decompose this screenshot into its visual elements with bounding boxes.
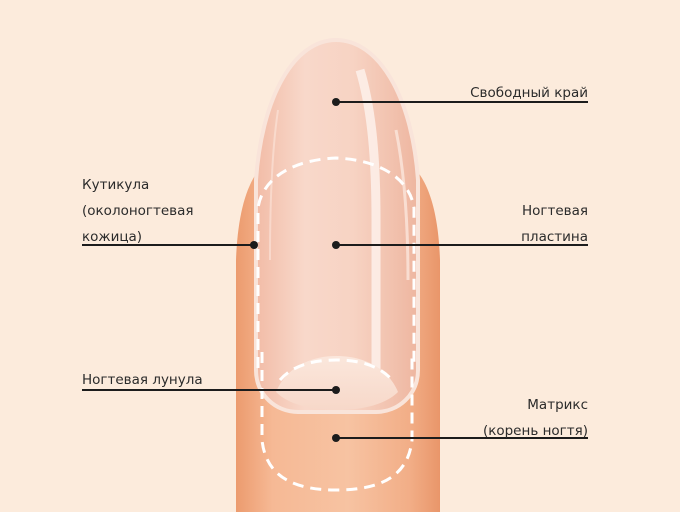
label-lunula: Ногтевая лунула — [82, 367, 203, 393]
leader-dot-free-edge — [332, 98, 340, 106]
leader-dot-nail-plate — [332, 241, 340, 249]
label-cuticle-line1: Кутикула — [82, 177, 150, 193]
label-cuticle-line3: кожица) — [82, 229, 143, 245]
label-nail-plate-line2: пластина — [521, 229, 588, 245]
label-cuticle: Кутикула (околоногтевая кожица) — [82, 172, 194, 250]
nail-shine-edge — [394, 129, 410, 281]
leader-dot-cuticle — [250, 241, 258, 249]
label-matrix: Матрикс (корень ногтя) — [483, 392, 588, 444]
leader-dot-matrix — [332, 434, 340, 442]
matrix-dashed-arc — [278, 358, 394, 382]
label-matrix-line2: (корень ногтя) — [482, 423, 588, 439]
label-matrix-line1: Матрикс — [527, 397, 588, 413]
nail-plate-dashed-outline — [256, 156, 416, 368]
label-nail-plate-line1: Ногтевая — [521, 203, 588, 219]
lunula-shape — [276, 356, 398, 410]
leader-dot-lunula — [332, 386, 340, 394]
label-cuticle-line2: (околоногтевая — [82, 203, 194, 219]
nail-shine-left — [269, 109, 279, 261]
label-nail-plate: Ногтевая пластина — [521, 198, 588, 250]
label-lunula-line1: Ногтевая лунула — [82, 372, 203, 388]
label-free-edge: Свободный край — [470, 80, 588, 106]
label-free-edge-line1: Свободный край — [470, 85, 588, 101]
matrix-dashed-outline — [260, 352, 414, 492]
nail-shine — [355, 68, 381, 380]
